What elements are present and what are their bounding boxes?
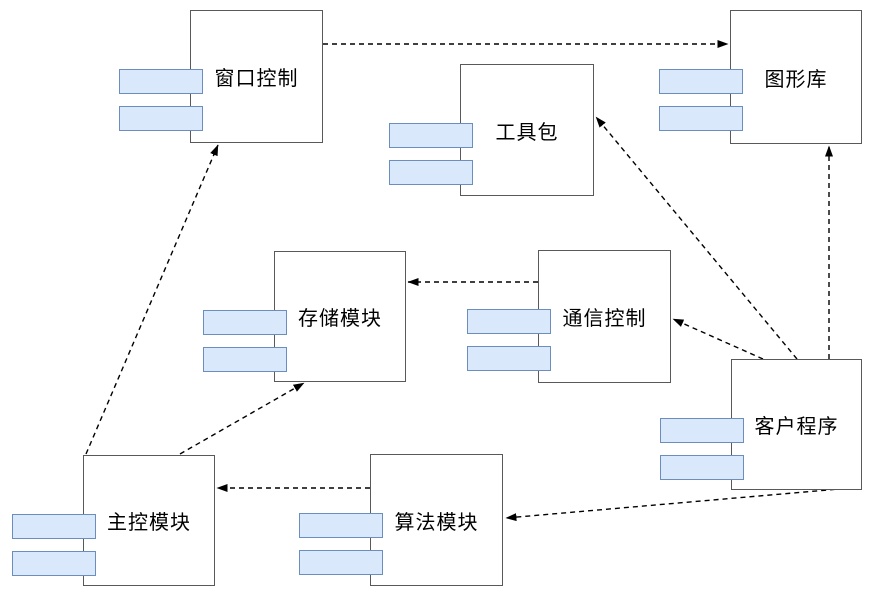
component-label: 客户程序 <box>754 416 839 438</box>
component-interface-tab <box>467 309 551 334</box>
edge-client-program-to-communication-control <box>672 318 764 360</box>
edge-client-program-to-toolkit <box>595 116 798 360</box>
component-toolkit[interactable]: 工具包 <box>389 64 594 196</box>
component-label: 图形库 <box>764 68 828 91</box>
component-communication-control[interactable]: 通信控制 <box>467 250 671 383</box>
component-label: 主控模块 <box>107 512 191 534</box>
edge-main-control-module-to-window-control <box>85 144 219 455</box>
component-interface-tab <box>660 455 744 480</box>
component-interface-tab <box>660 418 744 443</box>
component-interface-tab <box>299 513 383 538</box>
component-interface-tab <box>203 310 287 335</box>
component-label: 窗口控制 <box>214 68 299 90</box>
component-interface-tab <box>12 551 96 576</box>
component-window-control[interactable]: 窗口控制 <box>119 10 323 143</box>
component-interface-tab <box>389 160 473 185</box>
component-interface-tab <box>203 347 287 372</box>
component-label: 工具包 <box>495 121 559 144</box>
component-label: 通信控制 <box>562 308 647 330</box>
component-interface-tab <box>119 106 203 131</box>
component-storage-module[interactable]: 存储模块 <box>203 251 406 382</box>
component-label: 存储模块 <box>298 308 382 330</box>
component-interface-tab <box>119 69 203 94</box>
component-main-control-module[interactable]: 主控模块 <box>12 455 215 586</box>
component-interface-tab <box>12 514 96 539</box>
component-graphics-library[interactable]: 图形库 <box>659 10 862 144</box>
component-interface-tab <box>659 69 743 94</box>
component-interface-tab <box>659 106 743 131</box>
component-label: 算法模块 <box>394 511 479 534</box>
edge-main-control-module-to-storage-module <box>179 382 305 455</box>
component-client-program[interactable]: 客户程序 <box>660 359 862 490</box>
edge-client-program-to-algorithm-module <box>505 486 863 522</box>
component-algorithm-module[interactable]: 算法模块 <box>299 454 503 586</box>
component-interface-tab <box>389 123 473 148</box>
component-interface-tab <box>299 550 383 575</box>
component-interface-tab <box>467 346 551 371</box>
